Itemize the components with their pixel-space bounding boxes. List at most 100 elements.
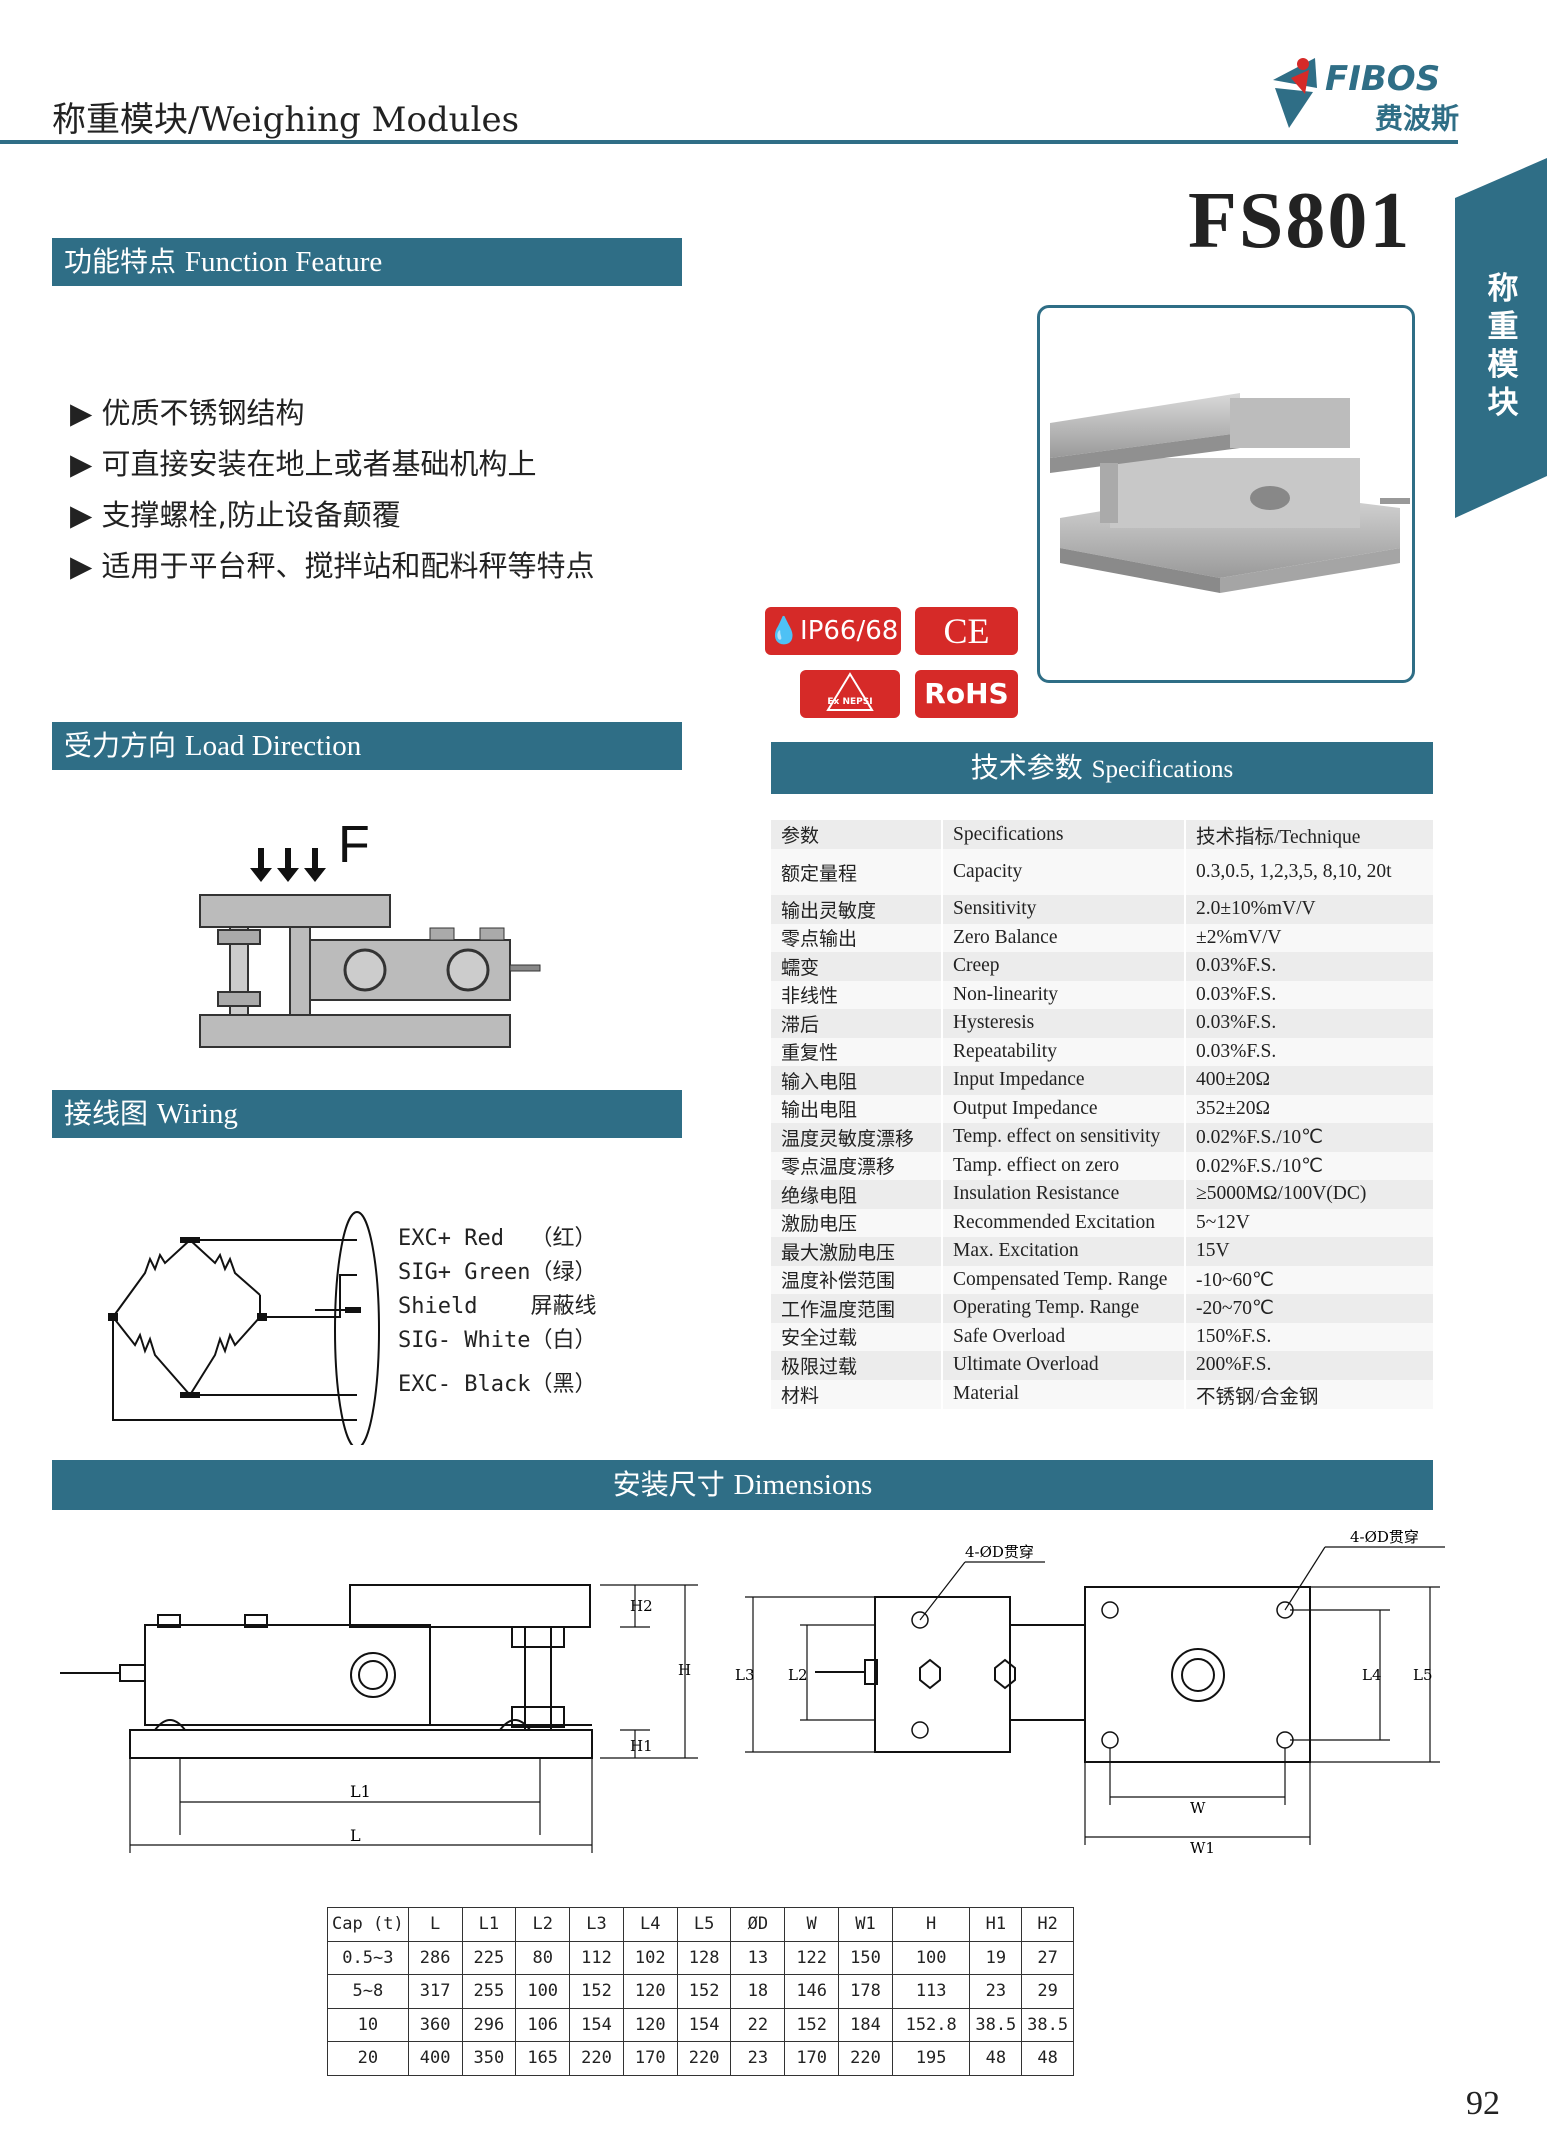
spec-value: 150%F.S. <box>1184 1322 1433 1351</box>
spec-param-cn: 参数 <box>771 820 942 849</box>
dim-cell: 100 <box>891 1940 971 1975</box>
model-number: FS801 <box>1188 177 1412 265</box>
dim-cell: 154 <box>676 2007 732 2042</box>
dim-header-cell: W1 <box>838 1907 893 1942</box>
section-title-zh: 技术参数 <box>970 751 1083 784</box>
dimensions-header: 安装尺寸 Dimensions <box>52 1460 1433 1510</box>
spec-param-cn: 滞后 <box>771 1009 942 1038</box>
feature-list: ▶ 优质不锈钢结构 ▶ 可直接安装在地上或者基础机构上 ▶ 支撑螺栓,防止设备颠… <box>70 390 595 594</box>
dim-cell: 220 <box>838 2041 893 2076</box>
spec-param-en: Insulation Resistance <box>941 1180 1185 1209</box>
load-direction-diagram: F <box>190 810 570 1060</box>
dim-cell: 106 <box>515 2007 571 2042</box>
side-tab-char: 块 <box>1487 385 1519 421</box>
wire-row: EXC- Black（黑） <box>398 1372 597 1397</box>
dim-cell: 19 <box>969 1940 1023 1975</box>
dim-cell: 178 <box>838 1974 893 2009</box>
wire-row: SIG- White（白） <box>398 1328 597 1353</box>
section-title-en: Specifications <box>1091 756 1234 783</box>
dim-header-cell: H1 <box>969 1907 1023 1942</box>
dim-cell: 165 <box>515 2041 571 2076</box>
dim-header-cell: H2 <box>1021 1907 1074 1942</box>
dim-cell: 20 <box>327 2041 409 2076</box>
dim-label-l1: L1 <box>350 1782 371 1801</box>
feature-item: ▶ 可直接安装在地上或者基础机构上 <box>70 447 537 481</box>
dim-cell: 10 <box>327 2007 409 2042</box>
dim-label-hole: 4-ØD贯穿 <box>965 1543 1034 1561</box>
spec-param-cn: 绝缘电阻 <box>771 1180 942 1209</box>
spec-value: 0.03%F.S. <box>1184 980 1433 1009</box>
wire-row: Shield 屏蔽线 <box>398 1294 597 1319</box>
spec-value: 0.02%F.S./10℃ <box>1184 1123 1433 1152</box>
dim-cell: 113 <box>891 1974 971 2009</box>
force-label: F <box>338 816 370 874</box>
water-drop-icon: 💧 <box>767 616 801 646</box>
dimension-top-view: 4-ØD贯穿 4-ØD贯穿 L3 L2 L4 L5 W W1 <box>725 1515 1450 1875</box>
logo-text: FIBOS <box>1325 59 1440 99</box>
spec-param-en: Material <box>941 1379 1185 1409</box>
spec-param-cn: 输出灵敏度 <box>771 895 942 924</box>
dim-cell: 286 <box>407 1940 463 1975</box>
rohs-badge: RoHS <box>915 670 1018 718</box>
bullet-triangle-icon: ▶ <box>70 447 102 481</box>
section-title-zh: 功能特点 <box>64 245 177 278</box>
dim-label-l2: L2 <box>788 1666 808 1684</box>
spec-value: 0.03%F.S. <box>1184 1037 1433 1066</box>
bullet-triangle-icon: ▶ <box>70 396 102 430</box>
page-title: 称重模块/Weighing Modules <box>52 100 520 140</box>
spec-value: 400±20Ω <box>1184 1066 1433 1095</box>
dim-cell: 146 <box>784 1974 840 2009</box>
dim-cell: 170 <box>784 2041 840 2076</box>
spec-value: 15V <box>1184 1237 1433 1266</box>
spec-value: 技术指标/Technique <box>1184 820 1433 849</box>
dim-cell: 120 <box>622 2007 678 2042</box>
spec-value: 352±20Ω <box>1184 1094 1433 1123</box>
side-tab-char: 重 <box>1487 309 1519 345</box>
dim-cell: 120 <box>622 1974 678 2009</box>
dim-cell: 170 <box>622 2041 678 2076</box>
spec-param-cn: 安全过载 <box>771 1322 942 1351</box>
spec-param-cn: 蠕变 <box>771 952 942 981</box>
wire-row: EXC+ Red （红） <box>398 1226 597 1251</box>
dim-cell: 360 <box>407 2007 463 2042</box>
dim-cell: 296 <box>461 2007 517 2042</box>
spec-param-en: Temp. effect on sensitivity <box>941 1123 1185 1152</box>
dim-cell: 317 <box>407 1974 463 2009</box>
spec-value: ≥5000MΩ/100V(DC) <box>1184 1180 1433 1209</box>
spec-param-cn: 零点温度漂移 <box>771 1151 942 1180</box>
dim-cell: 184 <box>838 2007 893 2042</box>
spec-param-cn: 非线性 <box>771 980 942 1009</box>
dim-cell: 255 <box>461 1974 517 2009</box>
dim-label-l: L <box>350 1826 361 1845</box>
spec-value: 2.0±10%mV/V <box>1184 895 1433 924</box>
dim-cell: 48 <box>1021 2041 1074 2076</box>
section-title-en: Function Feature <box>184 246 383 278</box>
dim-header-cell: L4 <box>622 1907 678 1942</box>
wiring-header: 接线图 Wiring <box>52 1090 682 1138</box>
spec-param-en: Ultimate Overload <box>941 1351 1185 1380</box>
spec-param-en: Input Impedance <box>941 1066 1185 1095</box>
wire-row: SIG+ Green（绿） <box>398 1260 597 1285</box>
dim-cell: 350 <box>461 2041 517 2076</box>
section-title-zh: 安装尺寸 <box>612 1468 725 1501</box>
spec-value: ±2%mV/V <box>1184 923 1433 952</box>
spec-value: -20~70℃ <box>1184 1294 1433 1323</box>
feature-item: ▶ 优质不锈钢结构 <box>70 396 305 430</box>
dim-cell: 18 <box>730 1974 786 2009</box>
section-title-zh: 受力方向 <box>64 729 177 762</box>
spec-value: 5~12V <box>1184 1208 1433 1237</box>
feature-item: ▶ 支撑螺栓,防止设备颠覆 <box>70 498 401 532</box>
dim-header-cell: H <box>891 1907 971 1942</box>
dim-cell: 80 <box>515 1940 571 1975</box>
spec-param-cn: 额定量程 <box>771 849 942 895</box>
dimension-side-view: L1 L H2 H H1 <box>50 1565 710 1855</box>
